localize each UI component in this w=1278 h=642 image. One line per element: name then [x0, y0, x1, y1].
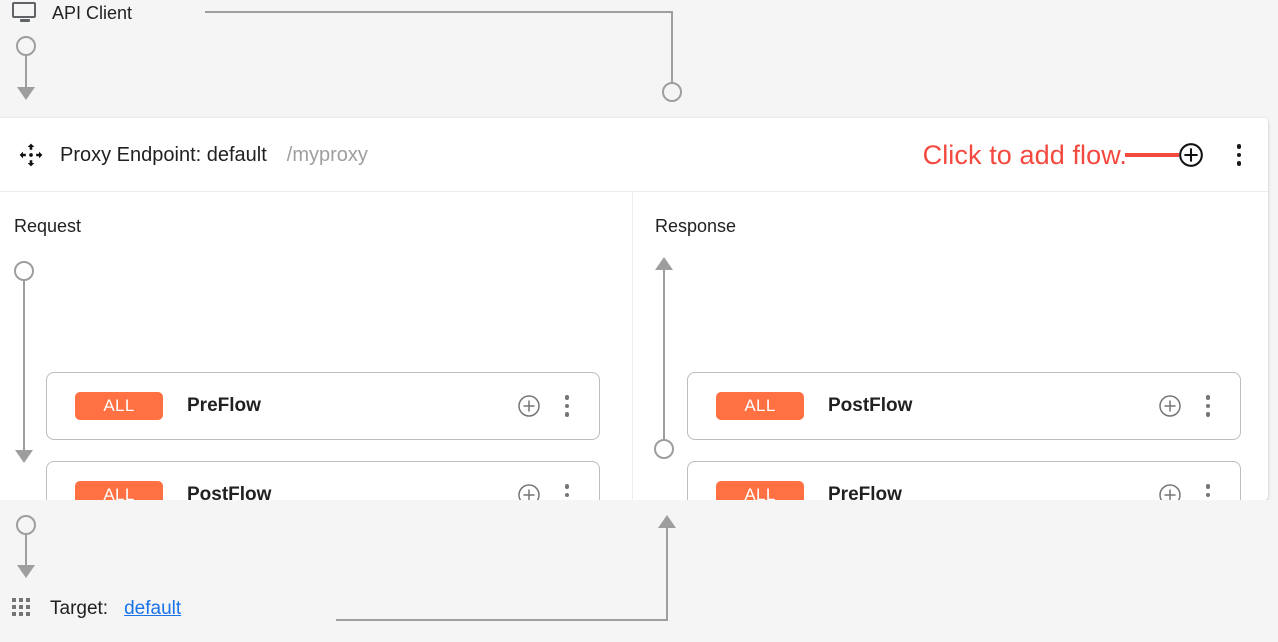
move-icon[interactable] [18, 142, 44, 168]
response-flow-origin-circle [654, 439, 674, 459]
flow-condition-badge: ALL [75, 392, 163, 420]
client-request-line [25, 55, 27, 89]
target-request-arrowhead [17, 565, 35, 578]
proxy-endpoint-name: Proxy Endpoint: default [60, 143, 267, 166]
request-column: Request ALL PreFlow ALL PostFlow [0, 192, 632, 529]
response-flow-line [663, 269, 665, 440]
flow-name: PreFlow [187, 395, 261, 416]
api-client-band: API Client [0, 0, 1278, 118]
flow-name: PostFlow [828, 395, 913, 416]
target-response-vertical-line [666, 528, 668, 621]
flow-name: PreFlow [828, 484, 902, 505]
proxy-endpoint-header: Proxy Endpoint: default /myproxy Click t… [0, 118, 1268, 192]
target-response-horizontal-line [336, 619, 668, 621]
response-flow-arrowhead [655, 257, 673, 270]
add-policy-plus-circle-icon[interactable] [517, 394, 541, 418]
flow-columns: Request ALL PreFlow ALL PostFlow [0, 192, 1268, 529]
target-request-origin-circle [16, 515, 36, 535]
target-band [0, 500, 1278, 642]
flow-condition-badge: ALL [716, 392, 804, 420]
target-response-arrowhead [658, 515, 676, 528]
target-label: Target: [50, 598, 109, 619]
client-response-endpoint-circle [662, 82, 682, 102]
annotation-text: Click to add flow. [922, 139, 1127, 170]
api-client-label: API Client [52, 2, 133, 23]
add-flow-annotation-group: Click to add flow. [923, 118, 1256, 192]
flow-kebab-menu-icon[interactable] [557, 394, 577, 418]
grid-icon [12, 598, 34, 620]
proxy-endpoint-base-path: /myproxy [286, 143, 368, 166]
client-response-horizontal-line [205, 11, 673, 13]
target-endpoint-link[interactable]: default [124, 598, 182, 619]
proxy-endpoint-title-group[interactable]: Proxy Endpoint: default /myproxy [18, 118, 368, 192]
add-policy-plus-circle-icon[interactable] [1158, 394, 1182, 418]
response-column: Response ALL PostFlow ALL PreFlow [632, 192, 1268, 529]
flow-card[interactable]: ALL PostFlow [687, 372, 1241, 440]
request-column-title: Request [14, 216, 82, 236]
client-response-vertical-line [671, 11, 673, 83]
target-node[interactable]: Target: default [12, 598, 181, 620]
flow-kebab-menu-icon[interactable] [1198, 394, 1218, 418]
monitor-icon [12, 2, 38, 24]
flow-name: PostFlow [187, 484, 272, 505]
request-flow-origin-circle [14, 261, 34, 281]
target-request-line [25, 534, 27, 567]
add-flow-plus-circle-icon[interactable] [1178, 142, 1204, 168]
request-flow-arrowhead [15, 450, 33, 463]
proxy-endpoint-panel: Proxy Endpoint: default /myproxy Click t… [0, 118, 1268, 529]
annotation-pointer-line [1125, 153, 1179, 157]
api-client-node[interactable]: API Client [12, 2, 132, 24]
proxy-endpoint-kebab-menu-icon[interactable] [1228, 142, 1250, 168]
response-column-title: Response [655, 216, 737, 236]
request-flow-line [23, 280, 25, 452]
client-request-origin-circle [16, 36, 36, 56]
flow-card[interactable]: ALL PreFlow [46, 372, 600, 440]
client-request-arrowhead [17, 87, 35, 100]
